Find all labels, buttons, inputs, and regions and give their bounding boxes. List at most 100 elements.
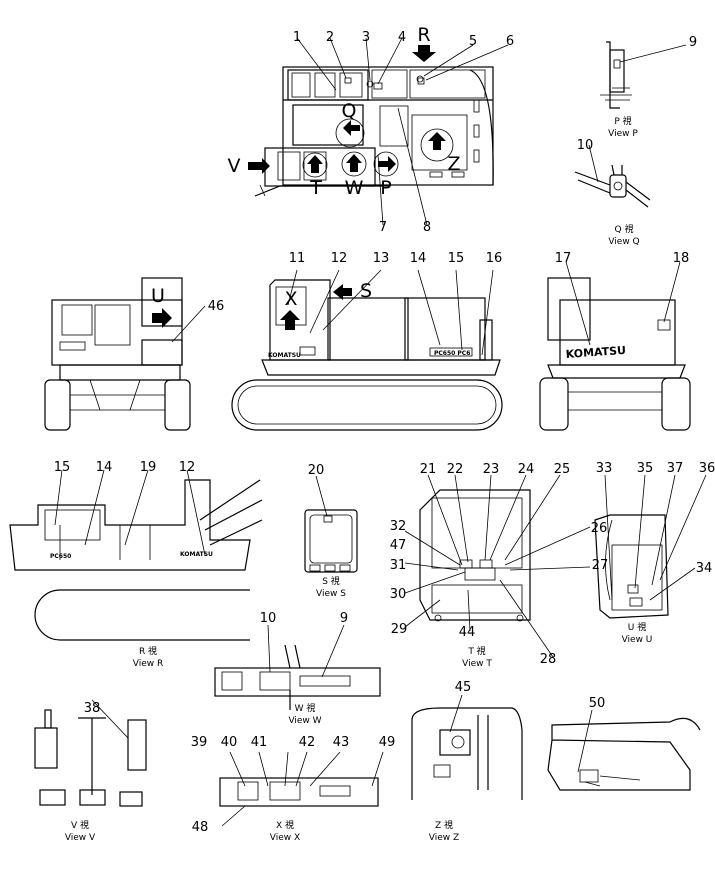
view-x-drawing <box>219 751 384 827</box>
view-captions: P 視 View P Q 視 View Q S 視 View S T 視 Vie… <box>65 115 653 843</box>
view-letter-p: P <box>380 177 391 199</box>
callout-29: 29 <box>391 622 408 637</box>
callout-35: 35 <box>637 461 654 476</box>
callout-16: 16 <box>486 251 503 266</box>
view-v-drawing <box>34 699 147 807</box>
caption-t-en: View T <box>462 659 492 669</box>
callout-15: 15 <box>448 251 465 266</box>
caption-r-en: View R <box>133 659 163 669</box>
view-t-drawing <box>404 474 591 658</box>
callout-8: 8 <box>423 220 431 235</box>
caption-u-en: View U <box>622 635 653 645</box>
callout-43: 43 <box>333 735 350 750</box>
callout-10: 10 <box>577 138 594 153</box>
caption-q-en: View Q <box>608 237 639 247</box>
plate-model-side: PC650 PC6 <box>434 350 470 357</box>
plate-komatsu-rear: KOMATSU <box>565 344 626 361</box>
callout-26: 26 <box>591 521 608 536</box>
callout-22: 22 <box>447 462 464 477</box>
front-view-u <box>44 277 206 431</box>
view-letter-u: U <box>151 285 165 307</box>
callout-numbers: 1 2 3 4 5 6 7 8 9 10 11 12 13 14 15 16 1… <box>54 30 715 835</box>
callout-32: 32 <box>390 519 407 534</box>
plate-komatsu-side: KOMATSU <box>268 352 301 359</box>
view-letter-t: T <box>309 177 322 199</box>
callout-37: 37 <box>667 461 684 476</box>
caption-s-jp: S 視 <box>322 575 340 587</box>
callout-10-view-w: 10 <box>260 611 277 626</box>
caption-t-jp: T 視 <box>467 645 485 657</box>
callout-41: 41 <box>251 735 268 750</box>
view-u-drawing <box>594 474 707 619</box>
callout-13: 13 <box>373 251 390 266</box>
callout-12: 12 <box>331 251 348 266</box>
callout-49: 49 <box>379 735 396 750</box>
callout-5: 5 <box>469 34 477 49</box>
callout-12-view-r: 12 <box>179 460 196 475</box>
callout-23: 23 <box>483 462 500 477</box>
callout-20: 20 <box>308 463 325 478</box>
callout-42: 42 <box>299 735 316 750</box>
view-letter-z: Z <box>447 153 460 175</box>
caption-s-en: View S <box>316 589 346 599</box>
callout-21: 21 <box>420 462 437 477</box>
callout-6: 6 <box>506 34 514 49</box>
caption-q-jp: Q 視 <box>615 223 634 235</box>
caption-p-en: View P <box>608 129 638 139</box>
callout-33: 33 <box>596 461 613 476</box>
side-view <box>231 269 503 431</box>
callout-9-view-w: 9 <box>340 611 348 626</box>
view-50-drawing <box>547 709 701 791</box>
view-z-drawing <box>411 694 523 800</box>
view-letter-q: Q <box>342 100 357 122</box>
callout-24: 24 <box>518 462 535 477</box>
callout-1: 1 <box>293 30 301 45</box>
callout-19: 19 <box>140 460 157 475</box>
rear-view <box>539 261 691 431</box>
top-plan-view <box>248 37 509 226</box>
view-letter-s: S <box>360 280 372 302</box>
caption-z-jp: Z 視 <box>435 819 453 831</box>
callout-50: 50 <box>589 696 606 711</box>
caption-z-en: View Z <box>429 833 459 843</box>
callout-2: 2 <box>326 30 334 45</box>
callout-9: 9 <box>689 35 697 50</box>
caption-w-en: View W <box>288 716 321 726</box>
callout-14: 14 <box>410 251 427 266</box>
callout-28: 28 <box>540 652 557 667</box>
caption-p-jp: P 視 <box>614 115 631 127</box>
callout-38: 38 <box>84 701 101 716</box>
callout-14-view-r: 14 <box>96 460 113 475</box>
view-letter-v: V <box>228 155 241 177</box>
callout-44: 44 <box>459 625 476 640</box>
callout-17: 17 <box>555 251 572 266</box>
callout-34: 34 <box>696 561 713 576</box>
view-letters: R Q V T W P Z U X S <box>151 24 460 310</box>
caption-v-jp: V 視 <box>71 819 89 831</box>
machine-plates: KOMATSU PC650 PC6 KOMATSU PC650 KOMATSU <box>50 344 626 560</box>
view-w-drawing <box>214 624 381 710</box>
callout-3: 3 <box>362 30 370 45</box>
callout-27: 27 <box>592 558 609 573</box>
callout-7: 7 <box>379 220 387 235</box>
callout-31: 31 <box>390 558 407 573</box>
callout-46: 46 <box>208 299 225 314</box>
callout-45: 45 <box>455 680 472 695</box>
plate-model-view-r: PC650 <box>50 553 71 560</box>
callout-18: 18 <box>673 251 690 266</box>
callout-39: 39 <box>191 735 208 750</box>
callout-47: 47 <box>390 538 407 553</box>
view-r-drawing <box>9 469 263 641</box>
callout-25: 25 <box>554 462 571 477</box>
plate-komatsu-view-r: KOMATSU <box>180 551 213 558</box>
view-letter-r: R <box>417 24 430 46</box>
caption-v-en: View V <box>65 833 96 843</box>
caption-x-jp: X 視 <box>276 819 294 831</box>
callout-36: 36 <box>699 461 715 476</box>
caption-x-en: View X <box>270 833 300 843</box>
callout-48: 48 <box>192 820 209 835</box>
view-s-drawing <box>304 475 358 573</box>
callout-30: 30 <box>390 587 407 602</box>
